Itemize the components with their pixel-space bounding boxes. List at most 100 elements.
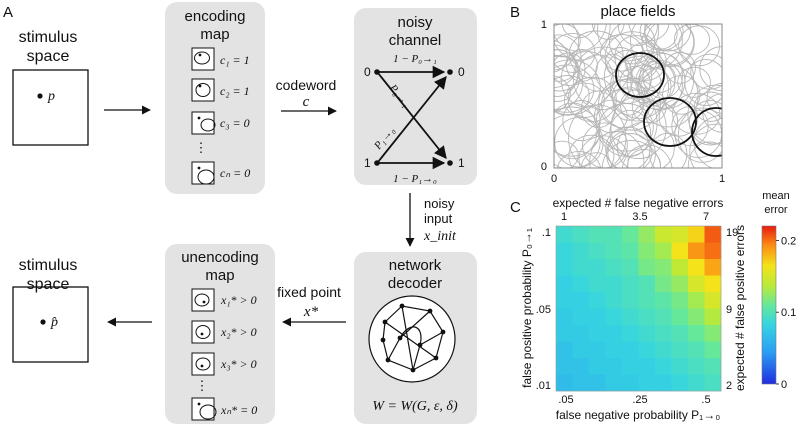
heatmap-cell <box>605 226 623 243</box>
codeword-symbol: c <box>303 94 310 110</box>
place-field-circle <box>554 75 590 116</box>
heatmap-left-tick-label: .05 <box>536 304 551 316</box>
heatmap-cell <box>671 341 689 359</box>
place-field-circle <box>591 24 625 40</box>
place-field-circle <box>601 77 661 131</box>
channel-edge-1-0 <box>377 76 447 163</box>
place-field-circle <box>612 86 645 121</box>
place-field-circle <box>689 123 722 168</box>
place-field-circle <box>554 44 577 89</box>
stimulus-point-label: p <box>47 89 55 104</box>
heatmap-cell <box>671 325 689 342</box>
place-field-circle <box>554 24 611 61</box>
heatmap-cell <box>638 341 656 359</box>
heatmap-cell <box>688 325 705 342</box>
heatmap-left-tick-label: .1 <box>542 227 551 239</box>
encoding-point-2 <box>198 84 202 88</box>
heatmap-bottom-axis-label: false negative probability P₁→₀ <box>556 408 720 422</box>
heatmap-cell <box>688 374 705 392</box>
colorbar-ticks: 0.20.10 <box>776 235 796 391</box>
unencoding-field-n <box>199 404 217 420</box>
heatmap-cell <box>556 374 573 392</box>
heatmap-bottom-tick-label: .25 <box>632 394 647 406</box>
heatmap-cell <box>622 308 639 326</box>
place-field-circle <box>554 116 604 168</box>
heatmap-left-tick-label: .01 <box>536 380 551 392</box>
heatmap-top-tick-label: 3.5 <box>632 211 647 223</box>
heatmap-cell <box>605 242 623 260</box>
place-field-circle <box>687 141 722 168</box>
heatmap-cell <box>671 358 689 375</box>
heatmap-cell <box>572 292 590 309</box>
heatmap-cell <box>671 275 689 293</box>
place-field-circle <box>554 24 581 58</box>
stimulus-square <box>12 69 89 146</box>
encoding-point-3 <box>197 116 201 120</box>
place-field-circle <box>687 84 722 145</box>
heatmap-cell <box>556 308 573 326</box>
unencoding-row-n: xₙ* = 0 <box>220 403 257 417</box>
stimulus-output-square <box>12 286 89 363</box>
place-fields-tick-x0: 0 <box>551 173 557 185</box>
stimulus-output-label-line1: stimulus <box>19 257 78 274</box>
stimulus-space-output: stimulus space p̂ <box>12 257 89 363</box>
noisy-channel-title-line1: noisy <box>397 14 433 31</box>
unencoding-field-3 <box>195 357 211 371</box>
heatmap-cell <box>589 242 606 260</box>
noisy-channel-background <box>354 8 477 185</box>
unencoding-field-1 <box>194 293 210 307</box>
heatmap-cell <box>589 226 606 243</box>
heatmap-cell <box>688 242 705 260</box>
heatmap-cell <box>671 308 689 326</box>
heatmap-cell <box>622 292 639 309</box>
heatmap-cell <box>671 259 689 276</box>
heatmap-cell <box>704 308 722 326</box>
heatmap-cell <box>589 292 606 309</box>
place-field-circle <box>662 74 701 115</box>
heatmap-cell <box>704 226 722 243</box>
stimulus-point <box>37 93 43 99</box>
codeword-label: codeword <box>276 77 337 93</box>
place-fields-title: place fields <box>600 3 675 20</box>
channel-edge-0-1 <box>377 72 447 159</box>
colorbar-tick-label: 0 <box>781 379 787 391</box>
heatmap-cell <box>622 374 639 392</box>
place-field-circle <box>554 24 580 71</box>
place-field-circle <box>678 25 721 67</box>
unencoding-cell-n <box>191 397 215 421</box>
place-field-circle <box>637 60 683 111</box>
encoding-point-n <box>197 166 201 170</box>
place-field-circle <box>617 24 658 46</box>
place-field-circle <box>688 100 722 146</box>
heatmap-cell <box>572 325 590 342</box>
heatmap-cell <box>655 259 672 276</box>
heatmap-cell <box>589 341 606 359</box>
heatmap-cell <box>655 325 672 342</box>
unencoding-field-2 <box>195 325 211 339</box>
fixed-point-label: fixed point <box>277 284 341 300</box>
heatmap-cell <box>572 308 590 326</box>
unencoding-point-n <box>197 402 201 406</box>
place-field-circle <box>672 92 721 135</box>
heatmap-cell <box>638 259 656 276</box>
place-field-circle <box>601 140 662 168</box>
heatmap-cell <box>589 325 606 342</box>
heatmap-bottom-tick-label: .05 <box>558 394 573 406</box>
heatmap-cell <box>572 275 590 293</box>
encoding-cell-n <box>191 161 215 185</box>
heatmap-cell <box>655 341 672 359</box>
place-field-circle <box>630 24 683 69</box>
heatmap-cell <box>671 242 689 260</box>
heatmap-cell <box>655 308 672 326</box>
encoding-row-3: c₃ = 0 <box>220 116 250 130</box>
heatmap-cell <box>605 259 623 276</box>
unencoding-map-title-line1: unencoding <box>181 249 259 266</box>
heatmap-cell <box>556 275 573 293</box>
encoding-ellipsis: ⋮ <box>195 140 208 155</box>
encoding-field-1 <box>194 51 210 65</box>
colorbar-title-line1: mean <box>762 190 790 202</box>
place-field-circle <box>677 66 711 98</box>
